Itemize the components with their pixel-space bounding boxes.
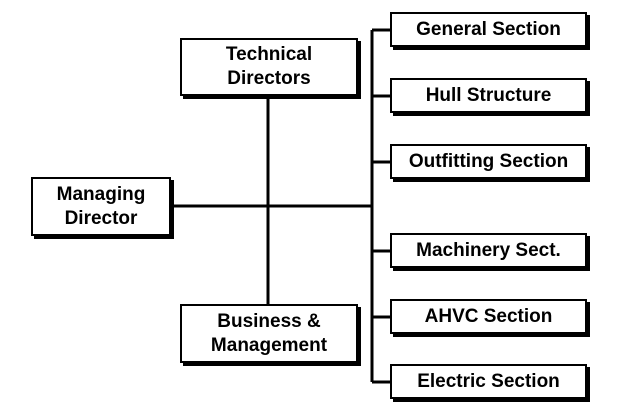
- business-management-box: Business & Management: [180, 304, 358, 363]
- section-box-hull: Hull Structure: [390, 78, 587, 113]
- section-box-general: General Section: [390, 12, 587, 47]
- technical-directors-line1: Technical: [225, 44, 313, 65]
- section-label-outfitting: Outfitting Section: [408, 150, 569, 172]
- managing-director-line2: Director: [64, 207, 138, 229]
- section-label-ahvc: AHVC Section: [424, 305, 553, 327]
- section-label-electric: Electric Section: [417, 370, 560, 392]
- section-box-ahvc: AHVC Section: [390, 299, 587, 334]
- managing-director-line1: Managing: [56, 183, 146, 205]
- section-box-machinery: Machinery Sect.: [390, 233, 587, 268]
- business-management-line1: Business &: [217, 310, 321, 332]
- section-label-general: General Section: [416, 18, 561, 40]
- business-management-line2: Management: [210, 334, 328, 356]
- technical-directors-line2: Directors: [227, 68, 311, 89]
- technical-directors-box: Technical Directors: [180, 38, 358, 96]
- section-box-outfitting: Outfitting Section: [390, 144, 587, 179]
- managing-director-box: Managing Director: [31, 177, 171, 236]
- section-label-machinery: Machinery Sect.: [416, 239, 561, 261]
- section-label-hull: Hull Structure: [425, 84, 552, 106]
- section-box-electric: Electric Section: [390, 364, 587, 399]
